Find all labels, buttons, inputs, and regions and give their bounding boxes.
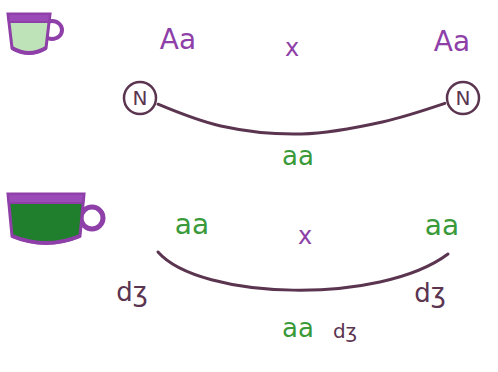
genotype: aa [425,211,459,242]
circled-letter: N [122,80,158,116]
cup-icon [8,14,62,53]
cross-sign: x [298,223,312,249]
cup-icon [8,194,103,243]
circle-letter: N [445,87,481,109]
circle-letter: N [122,87,158,109]
genotype: Aa [160,25,196,56]
phenotype-mark: dʒ [116,278,148,307]
genotype: Aa [434,27,470,58]
offspring-genotype: aa [282,142,314,171]
phenotype-mark: dʒ [414,279,446,308]
cross-sign: x [285,35,299,61]
offspring-genotype: aa [282,314,314,343]
cross-curve [158,103,445,134]
circled-letter: N [445,80,481,116]
cross-curve [158,252,448,290]
phenotype-mark: dʒ [333,320,357,342]
genotype: aa [175,210,209,241]
